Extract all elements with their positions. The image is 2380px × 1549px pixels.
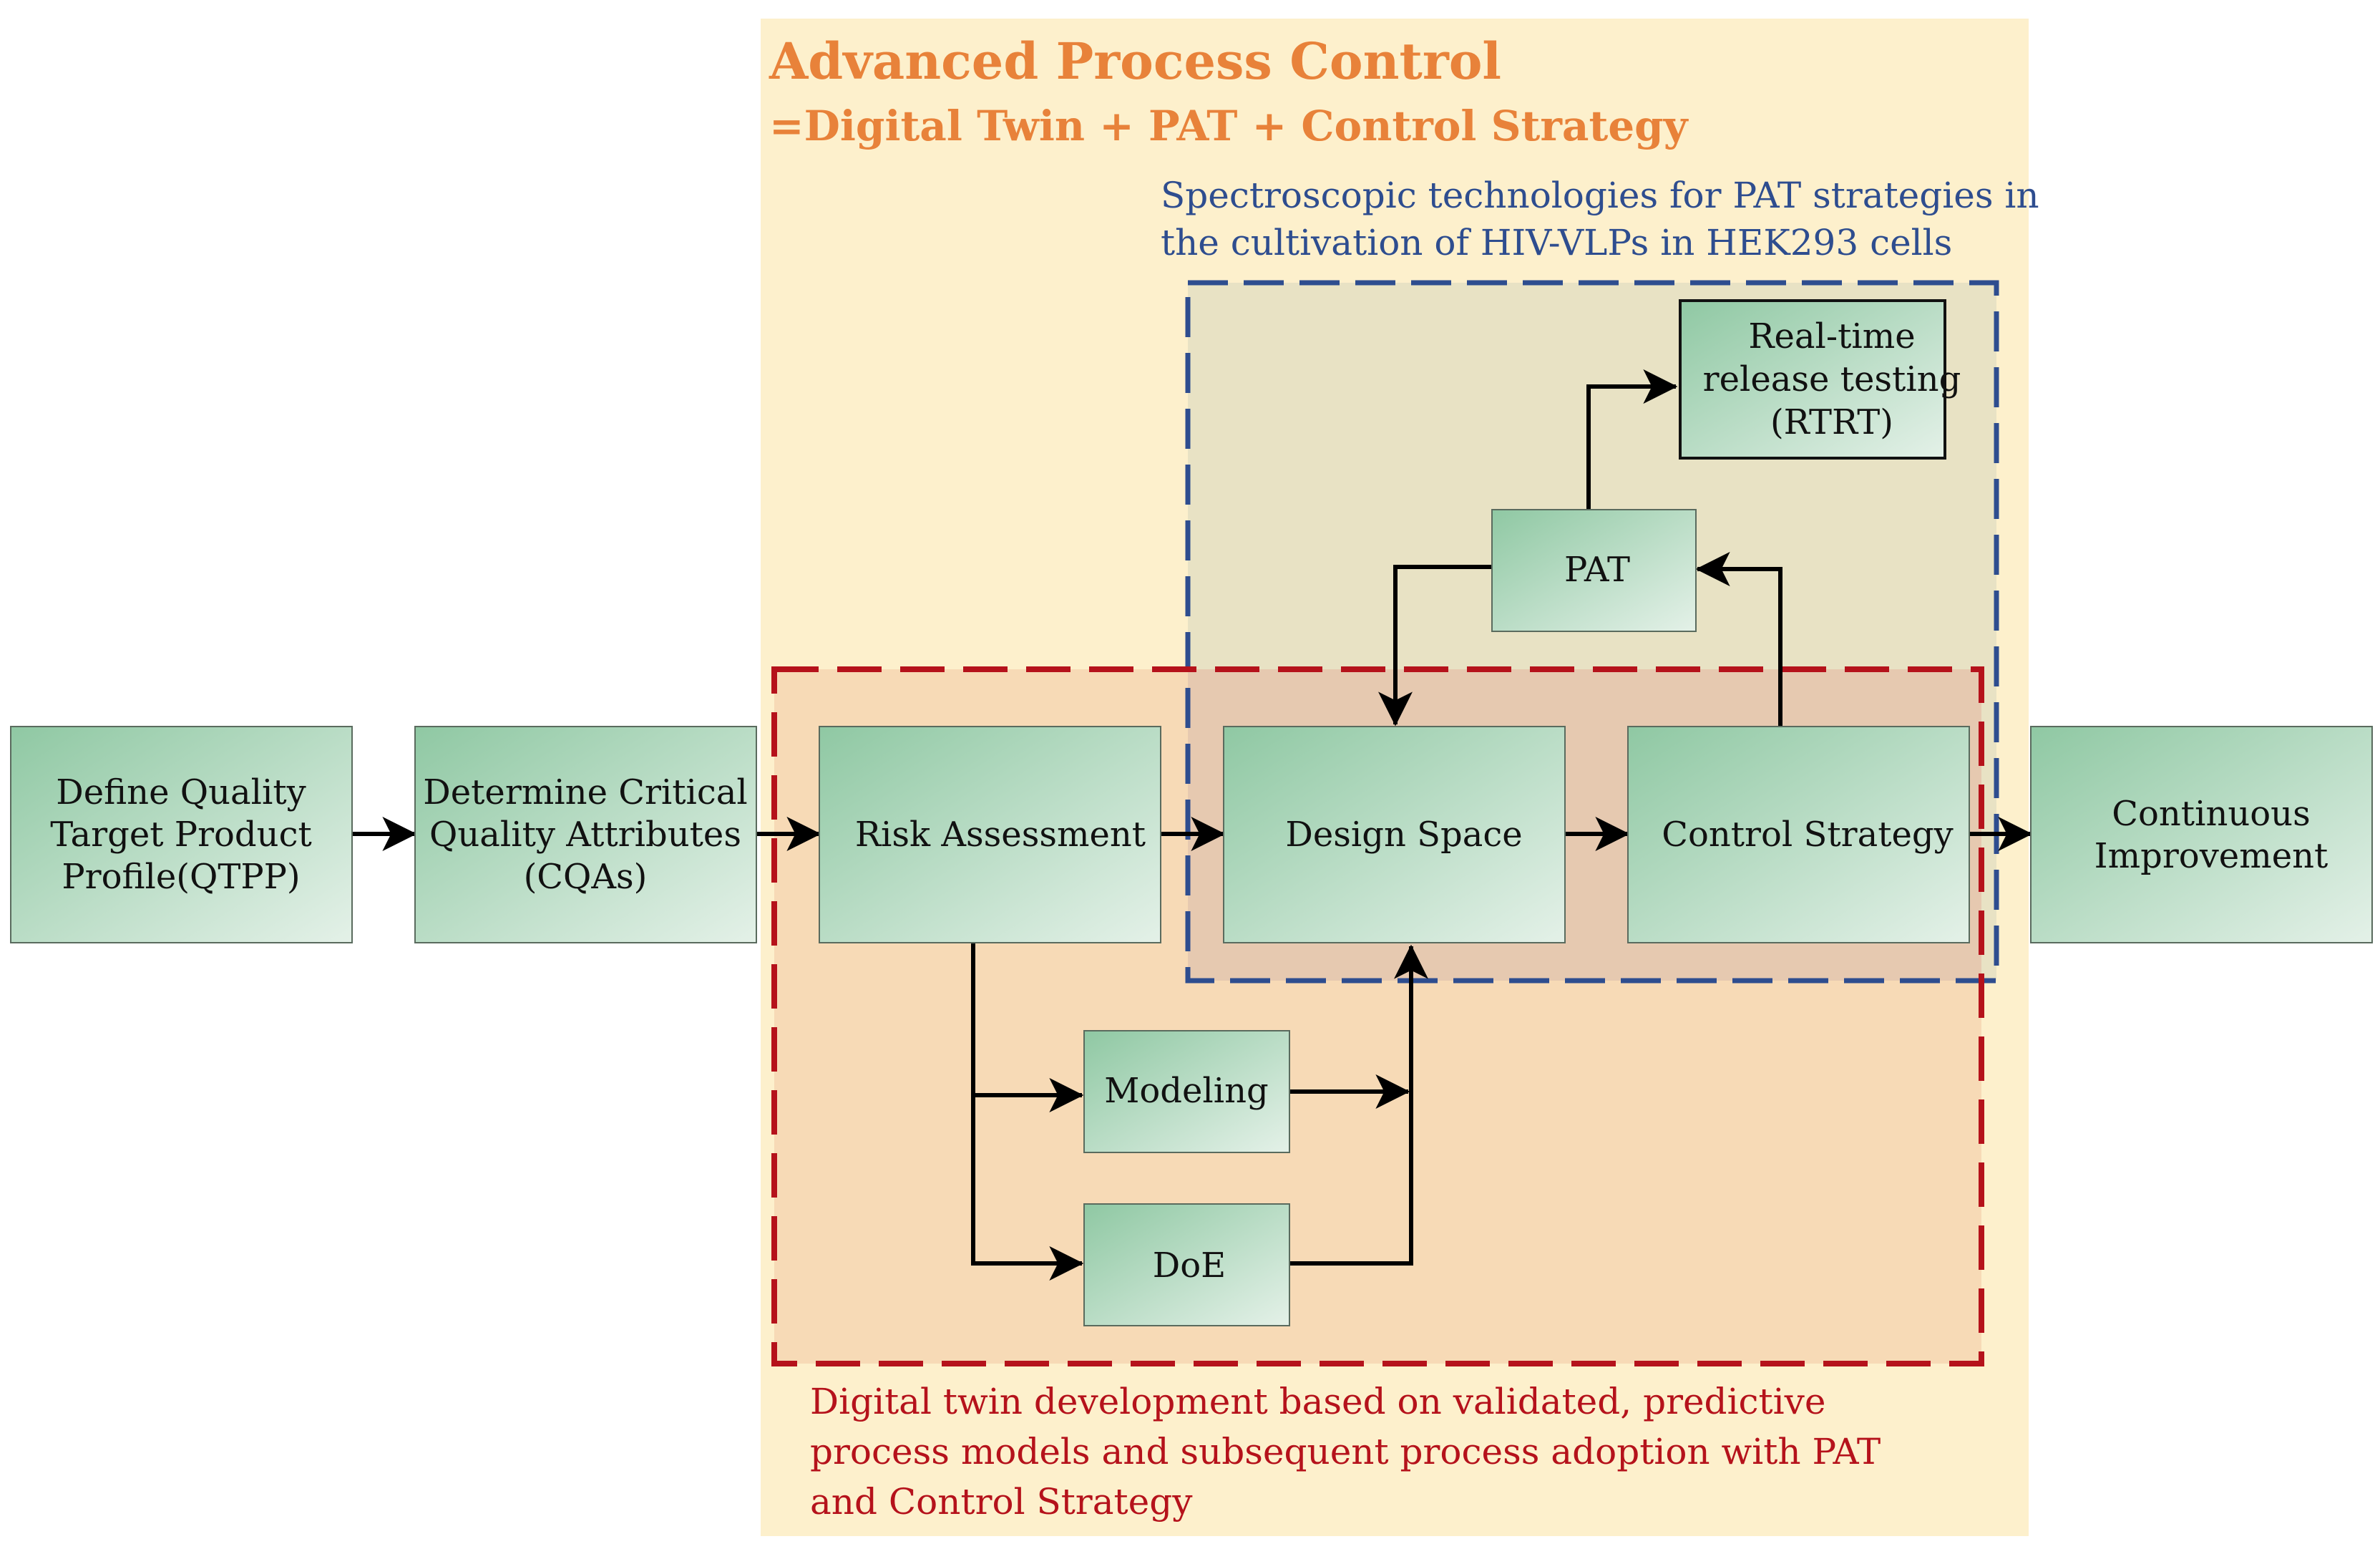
connectors xyxy=(351,369,2033,1281)
apc-title: Advanced Process Control xyxy=(769,31,1501,91)
box-continuous-line1: Continuous xyxy=(2112,794,2310,834)
apc-subtitle: =Digital Twin + PAT + Control Strategy xyxy=(769,102,1689,150)
box-cqas: Determine Critical Quality Attributes (C… xyxy=(414,726,757,943)
box-design-space: Design Space xyxy=(1223,726,1566,943)
box-control-strategy: Control Strategy xyxy=(1627,726,1970,943)
box-rtrt-line3: (RTRT) xyxy=(1770,402,1893,442)
box-cqas-line1: Determine Critical xyxy=(423,772,748,812)
box-continuous-line2: Improvement xyxy=(2094,836,2328,876)
dt-region-label-3: and Control Strategy xyxy=(810,1481,1193,1523)
box-pat-line1: PAT xyxy=(1564,550,1630,590)
box-cqas-line2: Quality Attributes xyxy=(429,815,741,855)
box-continuous-improvement: Continuous Improvement xyxy=(2030,726,2373,943)
arrow-risk-to-doe xyxy=(971,1095,1084,1281)
box-doe: DoE xyxy=(1083,1203,1290,1326)
arrow-control-to-pat xyxy=(1695,552,1782,727)
dt-region-label-2: process models and subsequent process ad… xyxy=(810,1431,1881,1472)
dt-region-label-1: Digital twin development based on valida… xyxy=(810,1381,1825,1422)
box-pat: PAT xyxy=(1491,509,1697,632)
arrow-doe-to-design xyxy=(1288,944,1428,1266)
pat-region-label-1: Spectroscopic technologies for PAT strat… xyxy=(1161,175,2039,216)
pat-region-label-2: the cultivation of HIV-VLPs in HEK293 ce… xyxy=(1161,222,1952,263)
box-risk-assessment: Risk Assessment xyxy=(819,726,1161,943)
box-qtpp: Define Quality Target Product Profile(QT… xyxy=(10,726,353,943)
box-rtrt-line1: Real-time xyxy=(1748,316,1915,356)
box-rtrt-line2: release testing xyxy=(1703,359,1961,399)
box-control-line1: Control Strategy xyxy=(1662,815,1954,855)
box-modeling: Modeling xyxy=(1083,1030,1290,1153)
arrow-pat-to-design xyxy=(1378,565,1492,727)
box-cqas-line3: (CQAs) xyxy=(524,857,648,897)
box-qtpp-line3: Profile(QTPP) xyxy=(62,857,300,897)
pat-region-border xyxy=(1185,280,1999,984)
box-risk-line1: Risk Assessment xyxy=(855,815,1146,855)
box-qtpp-line2: Target Product xyxy=(50,815,311,855)
box-qtpp-line1: Define Quality xyxy=(56,772,306,812)
box-rtrt: Real-time release testing (RTRT) xyxy=(1679,299,1961,460)
dt-region-border xyxy=(771,666,1984,1366)
box-design-line1: Design Space xyxy=(1285,815,1522,855)
box-modeling-line1: Modeling xyxy=(1104,1071,1269,1111)
arrow-pat-to-rtrt xyxy=(1586,369,1678,510)
box-doe-line1: DoE xyxy=(1153,1245,1226,1286)
